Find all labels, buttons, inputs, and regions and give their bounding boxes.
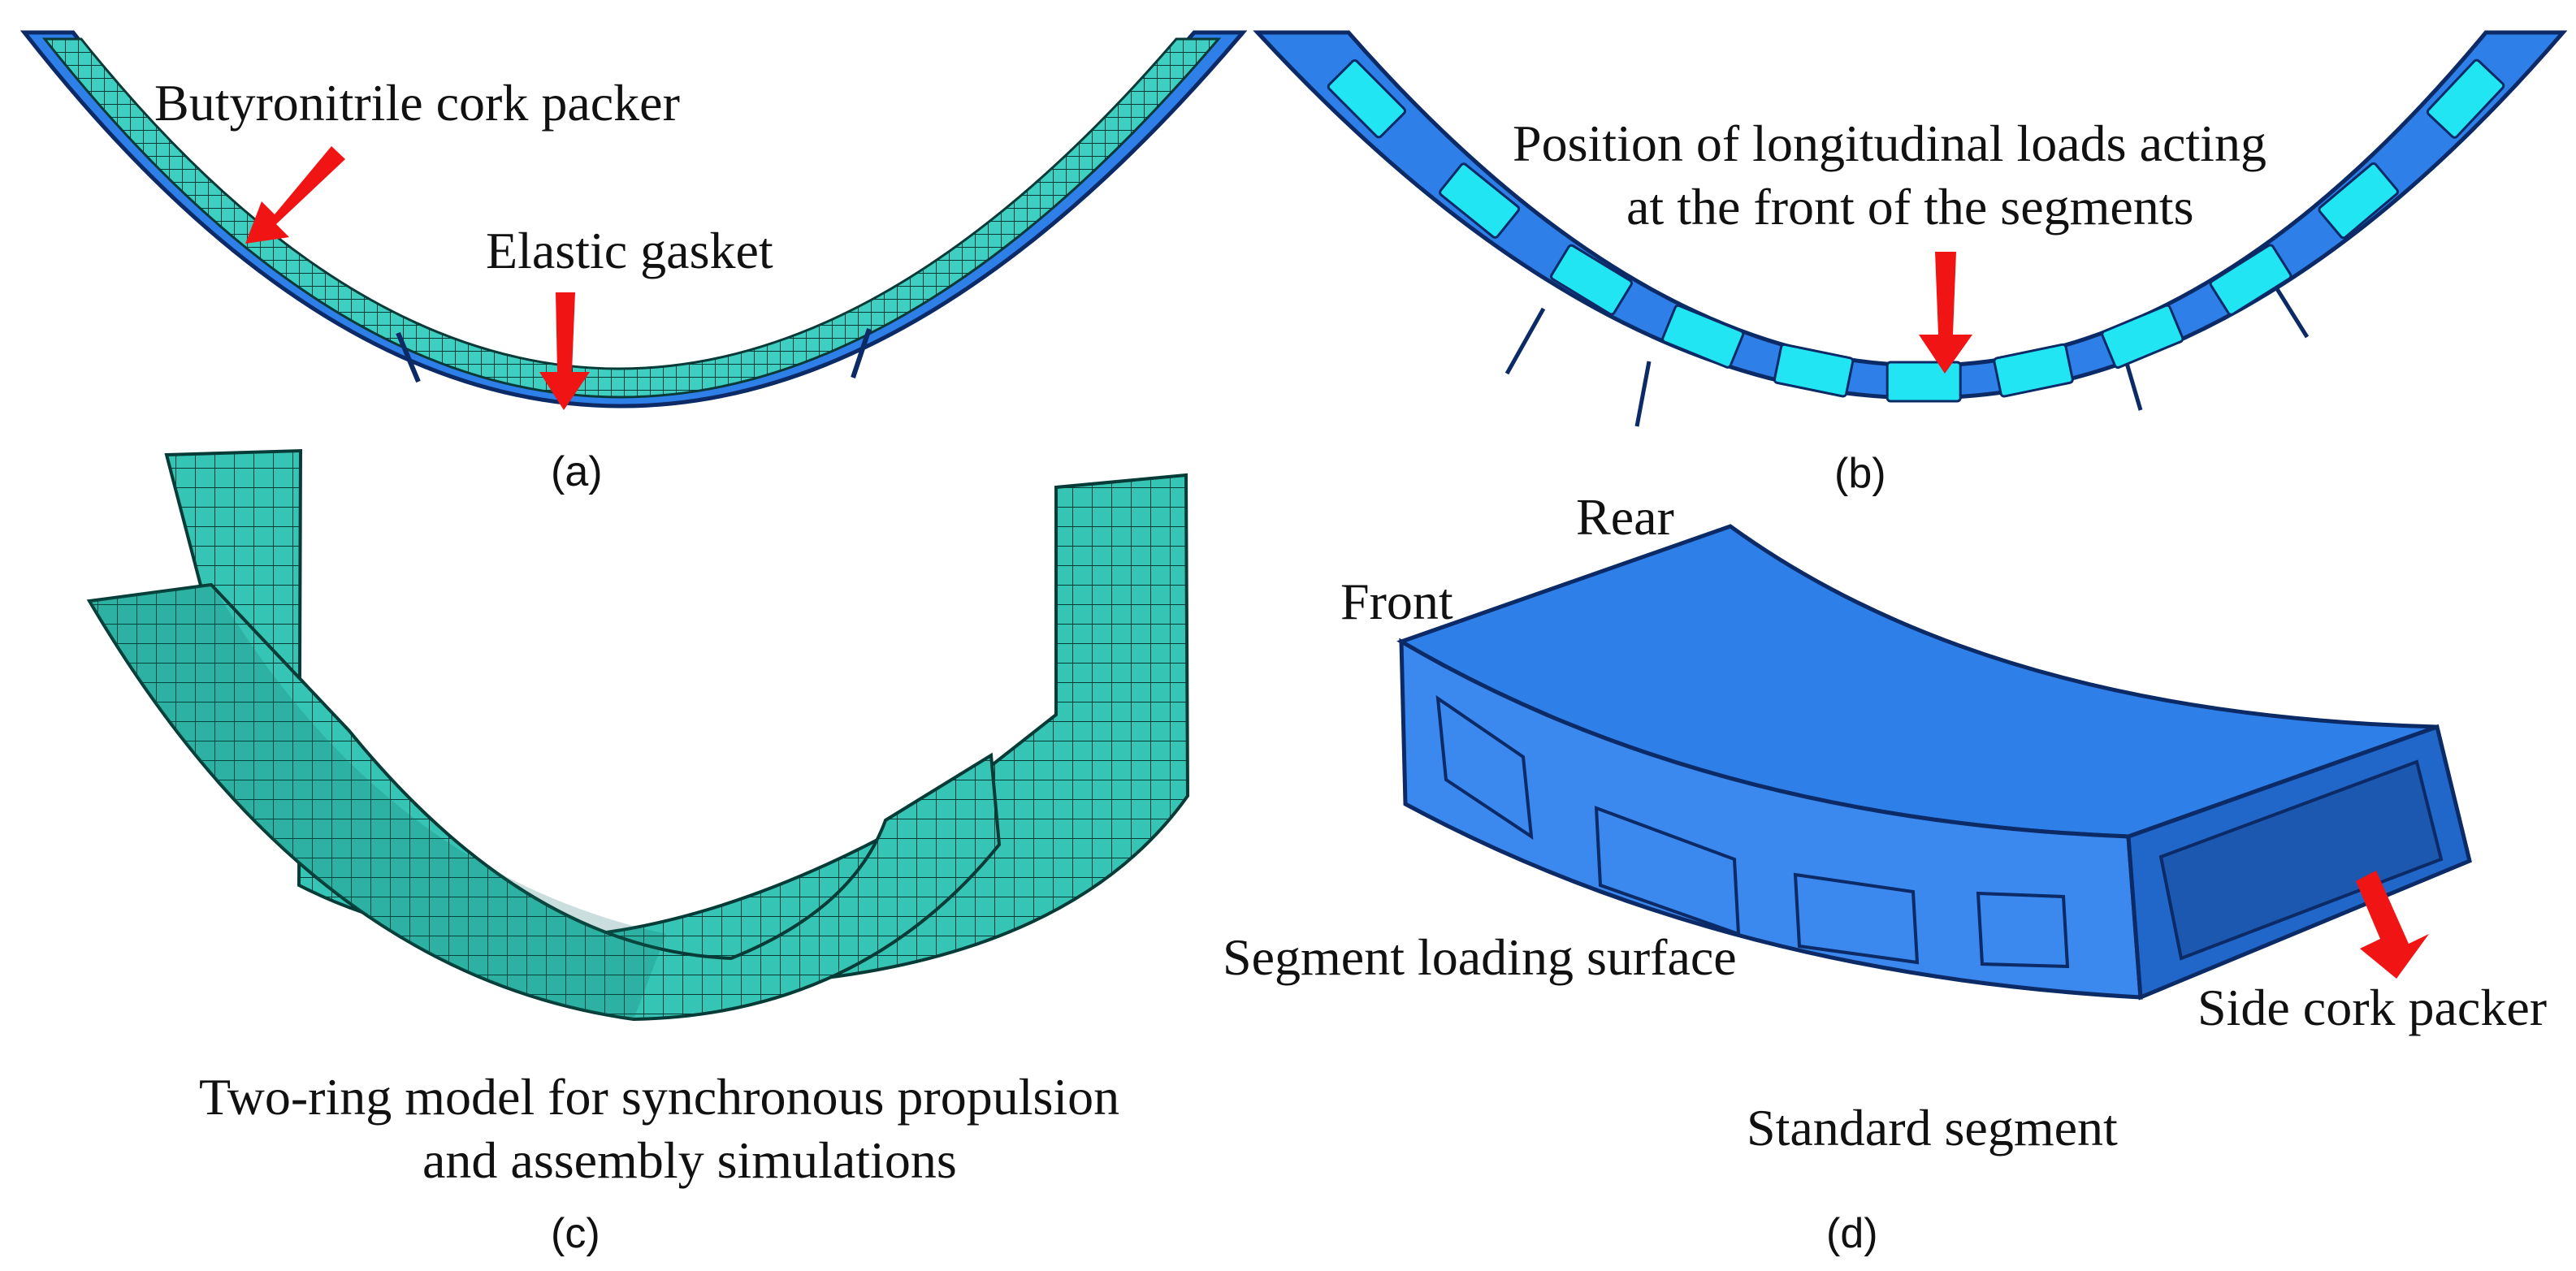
- side-cork-packer: [2158, 759, 2444, 961]
- label-side-packer: Side cork packer: [2197, 979, 2547, 1036]
- label-loading-surface: Segment loading surface: [1223, 928, 1737, 986]
- panel-label-c: (c): [551, 1210, 600, 1257]
- arrow-gasket: [539, 292, 590, 410]
- caption-c-line2: and assembly simulations: [422, 1131, 957, 1189]
- loading-pad: [1976, 891, 2070, 969]
- load-pad: [1993, 343, 2074, 398]
- load-pad: [2426, 58, 2505, 139]
- label-front: Front: [1340, 573, 1453, 630]
- ring-c-front: [86, 582, 1002, 1022]
- panel-d: Rear Front Segment loading surface Side …: [1223, 488, 2547, 1257]
- ring-c-shade: [89, 585, 666, 1019]
- segment-joint: [1634, 361, 1652, 427]
- loading-face-pads: [1435, 694, 2070, 969]
- callout-packer: Butyronitrile cork packer: [154, 74, 680, 132]
- load-pad: [1327, 59, 1407, 139]
- label-rear: Rear: [1576, 488, 1674, 546]
- arrow-packer: [245, 146, 345, 244]
- caption-c-line1: Two-ring model for synchronous propulsio…: [199, 1068, 1119, 1126]
- panel-label-d: (d): [1826, 1210, 1878, 1257]
- segment-joint: [1504, 307, 1546, 375]
- panel-a: Butyronitrile cork packer Elastic gasket…: [19, 30, 1248, 495]
- load-pad: [2209, 244, 2292, 316]
- panel-label-a: (a): [551, 448, 603, 495]
- loading-pad: [1435, 694, 1534, 841]
- loading-pad: [1594, 806, 1741, 936]
- ring-a-mesh-strip: [41, 37, 1222, 399]
- caption-d: Standard segment: [1747, 1099, 2118, 1156]
- load-pad: [1885, 361, 1962, 403]
- load-pad: [1773, 343, 1855, 398]
- load-pad: [2318, 162, 2399, 240]
- load-pad: [2101, 304, 2184, 370]
- load-pad: [1661, 304, 1745, 369]
- segment-joint: [396, 331, 421, 383]
- panel-b: Position of longitudinal loads acting at…: [1253, 30, 2568, 497]
- arrow-loads: [1919, 252, 1972, 374]
- arrow-side-packer: [2356, 871, 2429, 979]
- callout-loads-line2: at the front of the segments: [1626, 178, 2193, 236]
- load-pads: [1327, 58, 2505, 403]
- panel-c: Two-ring model for synchronous propulsio…: [86, 448, 1190, 1257]
- callout-loads-line1: Position of longitudinal loads acting: [1513, 115, 2266, 172]
- loading-pad: [1793, 872, 1920, 965]
- load-pad: [1550, 244, 1633, 316]
- panel-label-b: (b): [1834, 450, 1886, 497]
- load-pad: [1439, 162, 1521, 239]
- segment-joint: [851, 328, 872, 378]
- callout-gasket: Elastic gasket: [486, 222, 773, 279]
